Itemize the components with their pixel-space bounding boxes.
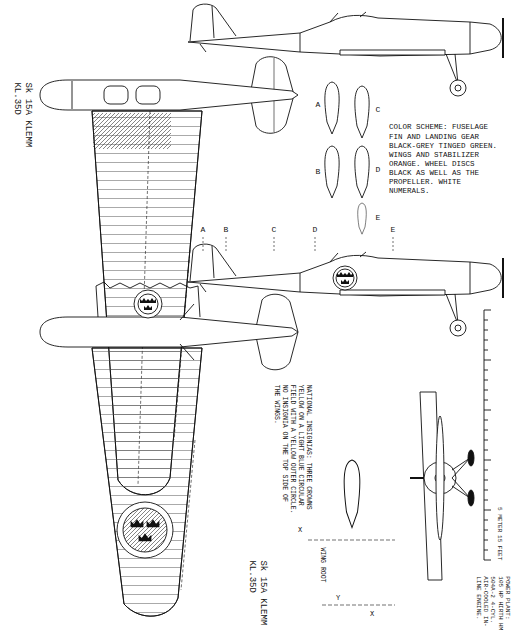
side-view-marked — [188, 237, 503, 336]
side-view-marked-stroke — [341, 279, 349, 284]
section-label: WING ROOT — [318, 546, 326, 583]
scale-bar-stroke — [484, 540, 488, 541]
scale-bar-stroke — [484, 550, 488, 551]
scale-bar-stroke — [484, 470, 488, 471]
side-view — [188, 4, 503, 96]
axis-letter: Y — [335, 594, 341, 603]
bottom-view-stroke — [40, 317, 298, 347]
bottom-view-stroke — [92, 348, 202, 616]
section-letter: B — [315, 167, 322, 177]
side-view-marked-stroke — [345, 272, 353, 277]
front-view-stroke — [452, 458, 470, 498]
scale-bar-stroke — [484, 310, 485, 560]
wing-sections — [325, 82, 369, 234]
top-view-stroke — [72, 81, 73, 109]
scale-bar-stroke — [484, 350, 488, 351]
wing-root-section — [308, 460, 395, 605]
front-view-stroke — [436, 416, 444, 540]
insignia-note: NATIONAL INSIGNIAS: THREE CROWNS YELLOW … — [272, 384, 312, 516]
wing-sections-stroke — [355, 86, 369, 138]
wing-root-section-stroke — [308, 540, 395, 605]
bottom-view-stroke — [123, 508, 167, 552]
side-view-marked-stroke — [203, 237, 393, 252]
bottom-view-stroke — [131, 519, 144, 527]
front-view-stroke — [468, 490, 474, 506]
top-view-stroke — [136, 86, 160, 104]
scale-bar-stroke — [484, 400, 488, 401]
bottom-view-stroke — [134, 290, 162, 318]
section-letter: E — [375, 213, 382, 223]
section-letter: A — [200, 225, 207, 235]
scale-label: 5 METER — [496, 506, 503, 533]
scale-bar-stroke — [484, 530, 488, 531]
bottom-view-stroke — [96, 282, 200, 317]
section-letter: D — [312, 225, 319, 235]
scale-bar-stroke — [484, 380, 488, 381]
side-view-marked-stroke — [336, 269, 354, 287]
power-plant-note: POWER PLANT: 105 HP HIRTH HM 504A-2 4-CY… — [475, 575, 512, 633]
aircraft-designation: Sk 15A KLEMM KL.35D — [11, 82, 33, 159]
scale-label: 15 FEET — [496, 534, 503, 561]
bottom-view-stroke — [140, 298, 148, 303]
wing-sections-stroke — [325, 82, 339, 134]
wing-sections-stroke — [355, 146, 369, 198]
bottom-view-stroke — [117, 502, 173, 558]
wing-sections-stroke — [358, 203, 367, 234]
scale-bar-stroke — [484, 340, 488, 341]
front-view — [410, 392, 474, 580]
wing-sections-stroke — [325, 146, 339, 198]
side-view-marked-stroke — [333, 266, 357, 290]
section-letter: D — [375, 165, 382, 175]
section-letter: A — [315, 100, 322, 110]
side-view-marked-stroke — [337, 272, 345, 277]
scale-bar-stroke — [484, 500, 488, 501]
axis-letter: X — [297, 526, 303, 535]
scale-bar-stroke — [484, 320, 488, 321]
bottom-view-stroke — [181, 440, 195, 590]
front-view-stroke — [410, 477, 424, 479]
scale-bar-stroke — [484, 480, 488, 481]
scale-bar — [484, 310, 491, 560]
scale-bar-stroke — [484, 510, 491, 511]
section-letter: B — [223, 225, 230, 235]
front-view-stroke — [468, 450, 474, 466]
scale-bar-stroke — [484, 360, 491, 361]
scale-bar-stroke — [484, 430, 488, 431]
scale-bar-stroke — [484, 490, 488, 491]
color-scheme-note: COLOR SCHEME: FUSELAGE FIN AND LANDING G… — [388, 123, 502, 196]
side-view-stroke — [188, 4, 503, 96]
bottom-view-stroke — [180, 304, 194, 360]
bottom-view-stroke — [148, 298, 156, 303]
scale-bar-stroke — [484, 310, 491, 311]
bottom-view-stroke — [147, 519, 160, 527]
scale-bar-stroke — [484, 330, 488, 331]
top-view-stroke — [93, 113, 171, 149]
scale-bar-stroke — [484, 450, 488, 451]
scale-bar-stroke — [484, 410, 491, 411]
bottom-view-stroke — [92, 348, 202, 616]
bottom-view-stroke — [139, 533, 152, 541]
scale-bar-stroke — [484, 370, 488, 371]
axis-letter: X — [369, 610, 375, 619]
section-letter: E — [390, 225, 397, 235]
bottom-view-stroke — [138, 294, 158, 314]
section-letter: C — [271, 225, 278, 235]
scale-bar-stroke — [484, 560, 491, 561]
scale-bar-stroke — [484, 460, 491, 461]
scale-bar-stroke — [484, 420, 488, 421]
scale-bar-stroke — [484, 440, 488, 441]
scale-bar-stroke — [484, 520, 488, 521]
section-letter: C — [375, 105, 382, 115]
bottom-view-stroke — [144, 305, 152, 310]
scale-bar-stroke — [484, 390, 488, 391]
top-view-stroke — [104, 86, 128, 104]
aircraft-designation: Sk 15A KLEMM KL.35D — [246, 560, 268, 637]
top-view-stroke — [40, 80, 298, 110]
wing-root-section-stroke — [344, 460, 360, 528]
